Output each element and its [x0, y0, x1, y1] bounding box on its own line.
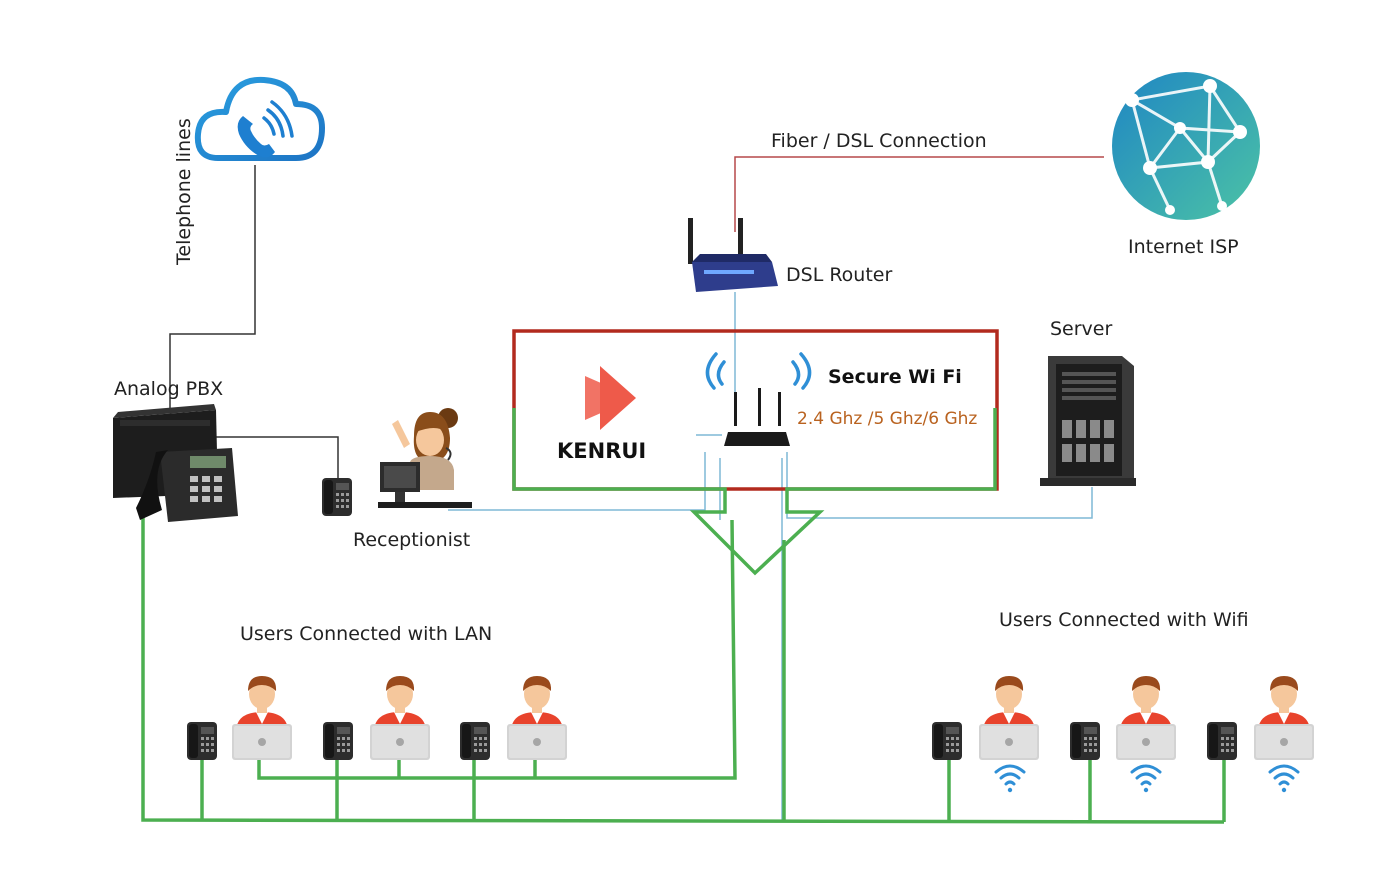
- telephone-line: [169, 165, 256, 408]
- fiber-line: [734, 156, 1104, 232]
- server-tower-icon: [1040, 356, 1136, 486]
- lan-blue-lines: [448, 292, 1093, 820]
- wifi-signal-icon: [1130, 764, 1162, 794]
- pbx-receptionist-line: [216, 436, 339, 480]
- green-cabling: [141, 408, 1226, 824]
- receptionist-phone-icon: [322, 478, 352, 516]
- lan-user-laptop-icon: [507, 676, 567, 760]
- wifi-signal-icon: [994, 764, 1026, 794]
- lan-phone-icon: [323, 722, 353, 760]
- wifi-users-label: Users Connected with Wifi: [999, 609, 1249, 631]
- globe-network-icon: [1112, 72, 1260, 220]
- analog-pbx-label: Analog PBX: [114, 378, 223, 400]
- wifi-user-laptop-icon: [979, 676, 1039, 760]
- telephone-lines-label: Telephone lines: [173, 118, 195, 266]
- fiber-connection-label: Fiber / DSL Connection: [771, 130, 987, 152]
- brand-logo-icon: [585, 366, 636, 430]
- wifi-users-group: [932, 676, 1314, 794]
- wifi-phone-icon: [1070, 722, 1100, 760]
- cloud-phone-icon: [194, 76, 325, 161]
- wifi-phone-icon: [932, 722, 962, 760]
- wifi-bands-label: 2.4 Ghz /5 Ghz/6 Ghz: [797, 409, 977, 429]
- wifi-user-laptop-icon: [1254, 676, 1314, 760]
- wifi-signal-icon: [1268, 764, 1300, 794]
- router-icon: [688, 218, 778, 292]
- wifi-phone-icon: [1207, 722, 1237, 760]
- lan-user-laptop-icon: [232, 676, 292, 760]
- lan-user-laptop-icon: [370, 676, 430, 760]
- lan-users-group: [187, 676, 567, 760]
- lan-phone-icon: [187, 722, 217, 760]
- secure-wifi-label: Secure Wi Fi: [828, 366, 962, 388]
- server-label: Server: [1050, 318, 1112, 340]
- lan-users-label: Users Connected with LAN: [240, 623, 492, 645]
- wifi-user-laptop-icon: [1116, 676, 1176, 760]
- lan-phone-icon: [460, 722, 490, 760]
- receptionist-label: Receptionist: [353, 529, 470, 551]
- brand-name-label: KENRUI: [557, 439, 646, 463]
- internet-isp-label: Internet ISP: [1128, 236, 1239, 258]
- dsl-router-label: DSL Router: [786, 264, 892, 286]
- receptionist-icon: [378, 408, 472, 508]
- wifi-access-point-icon: [705, 352, 812, 446]
- pbx-phone-icon: [113, 404, 238, 522]
